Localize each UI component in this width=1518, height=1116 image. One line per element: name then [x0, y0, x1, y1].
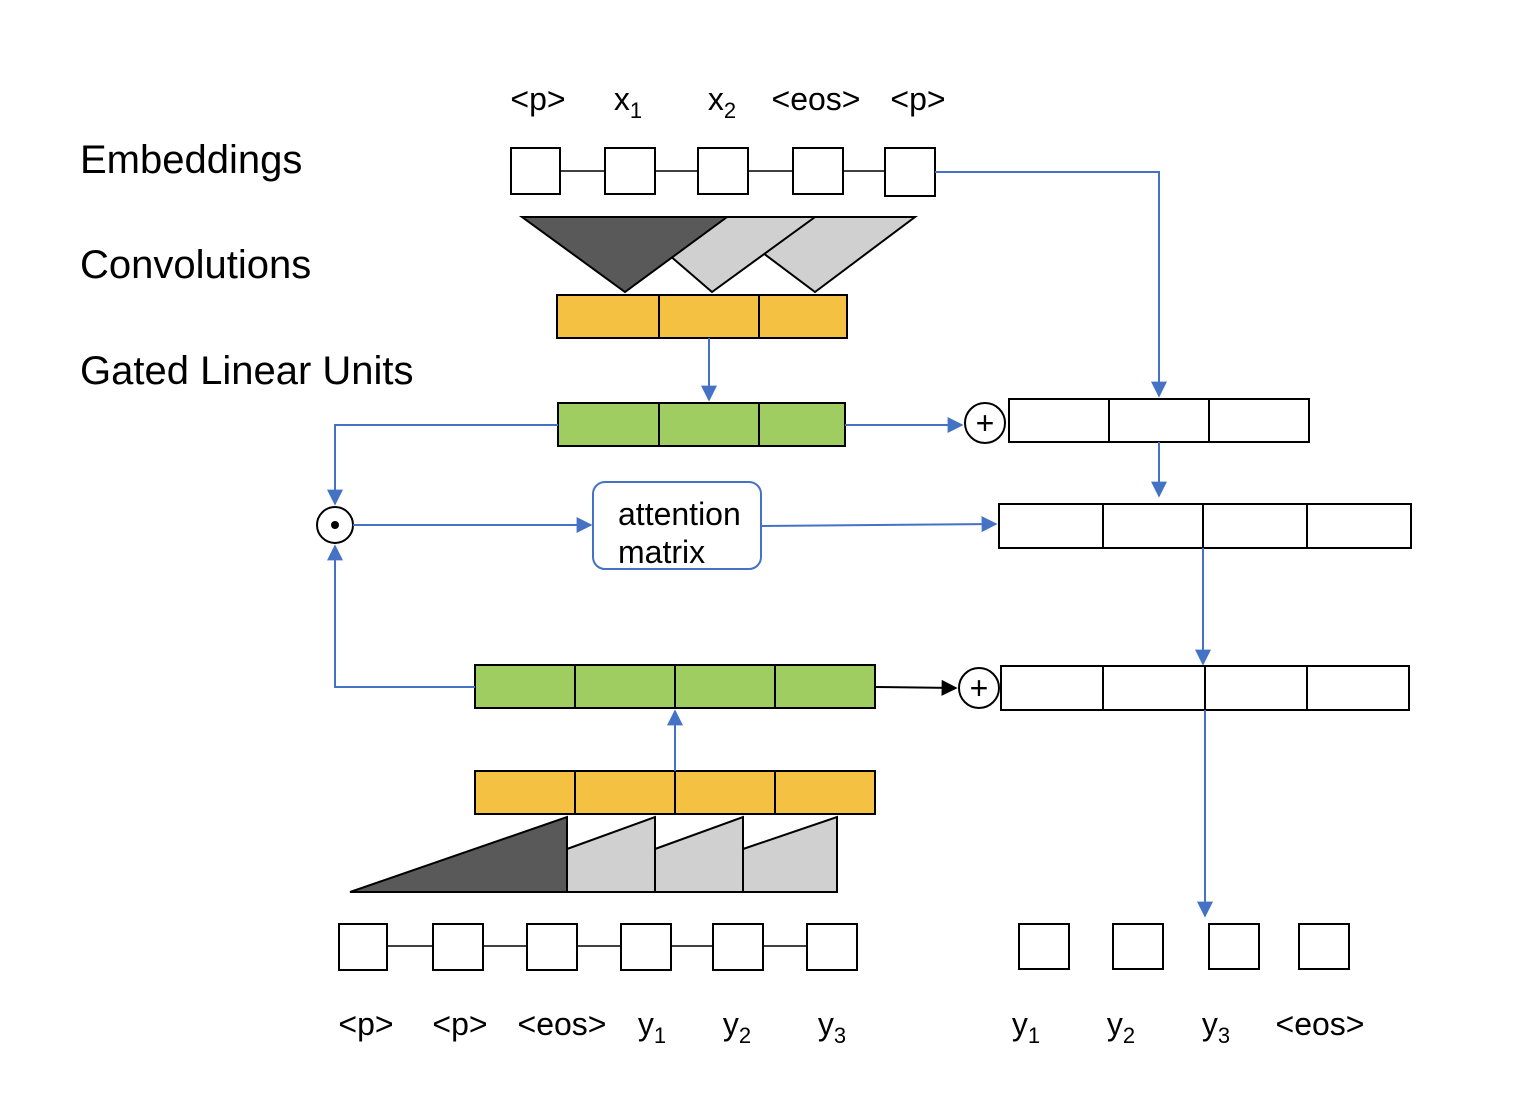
output-box [1018, 923, 1070, 970]
encoder-embeddings [510, 147, 936, 197]
arrow-embedding-residual [935, 171, 1167, 398]
conv-output-cell [774, 770, 876, 815]
arrow-encoder-to-dot [327, 424, 558, 506]
conv-kernel-dark [518, 216, 731, 294]
residual-cell [1204, 665, 1308, 711]
glu-output-cell [774, 664, 876, 709]
output-token: y3 [1202, 1006, 1230, 1048]
decoder-glu-output [474, 664, 876, 709]
encoder-convolutions [518, 216, 918, 294]
decoder-conv-output [474, 770, 876, 815]
encoder-tokens: <p> x1 x2 <eos> <p> [510, 81, 945, 123]
conv-kernel-light [742, 815, 838, 893]
output-box [1298, 923, 1350, 970]
arrow-decoder-glu-to-add [874, 679, 958, 696]
decoder-input-token: y2 [723, 1006, 751, 1048]
embedding-box [526, 923, 578, 971]
add-operator [958, 667, 1000, 709]
residual-cell [1102, 665, 1206, 711]
glu-output-cell [574, 664, 676, 709]
conv-output-cell [674, 770, 776, 815]
encoder-conv-output [556, 294, 848, 339]
arrow-decoder-to-dot [327, 544, 475, 688]
add-symbol: + [970, 670, 989, 706]
embedding-box [792, 147, 844, 195]
glu-output-cell [674, 664, 776, 709]
context-cell [1202, 503, 1308, 549]
conv-output-cell [574, 770, 676, 815]
encoder-glu-output [557, 402, 846, 447]
encoder-token: <p> [890, 81, 945, 117]
context-vectors [998, 503, 1412, 549]
label-embeddings: Embeddings [80, 138, 302, 182]
embedding-box [604, 147, 656, 195]
residual-cell [1108, 398, 1210, 443]
conv-output-cell [556, 294, 660, 339]
residual-cell [1306, 665, 1410, 711]
embedding-box [510, 147, 561, 195]
dot-product [316, 506, 354, 544]
context-cell [998, 503, 1104, 549]
dot-operator-center [331, 521, 339, 529]
encoder-residual: + [964, 398, 1310, 444]
context-cell [1102, 503, 1204, 549]
embedding-box [806, 923, 858, 971]
decoder-input-token: <p> [338, 1006, 393, 1042]
decoder-input-token: y3 [818, 1006, 846, 1048]
context-cell [1306, 503, 1412, 549]
attention-matrix: attention matrix [592, 481, 762, 570]
embedding-box [432, 923, 484, 971]
embedding-box [697, 147, 749, 195]
attention-label-line1: attention [618, 496, 741, 532]
output-token: <eos> [1276, 1006, 1365, 1042]
output-tokens: y1 y2 y3 <eos> [1012, 1006, 1365, 1048]
residual-cell [1000, 665, 1104, 711]
encoder-token: x1 [614, 81, 642, 123]
decoder-embeddings [338, 923, 858, 971]
decoder-residual: + [958, 665, 1410, 711]
add-symbol: + [976, 405, 995, 441]
output-box [1112, 923, 1164, 970]
glu-output-cell [658, 402, 760, 447]
decoder-input-token: <p> [432, 1006, 487, 1042]
residual-cell [1008, 398, 1110, 443]
conv-output-cell [758, 294, 848, 339]
conv-kernel-light [654, 815, 744, 893]
decoder-input-token: <eos> [518, 1006, 607, 1042]
embedding-box [620, 923, 672, 971]
glu-output-cell [758, 402, 846, 447]
embedding-box [338, 923, 388, 971]
output-box [1208, 923, 1260, 970]
output-token: y2 [1107, 1006, 1135, 1048]
conv-kernel-dark [349, 815, 568, 893]
glu-output-cell [474, 664, 576, 709]
output-token: y1 [1012, 1006, 1040, 1048]
embedding-box [712, 923, 764, 971]
encoder-token: <p> [510, 81, 565, 117]
encoder-token: x2 [708, 81, 736, 123]
conv-kernel-light [566, 815, 656, 893]
residual-cell [1208, 398, 1310, 443]
decoder-input-tokens: <p> <p> <eos> y1 y2 y3 [338, 1006, 846, 1048]
attention-label-line2: matrix [618, 534, 705, 570]
arrow-attention-to-context [760, 516, 998, 533]
conv-output-cell [474, 770, 576, 815]
decoder-input-token: y1 [638, 1006, 666, 1048]
encoder-token: <eos> [772, 81, 861, 117]
label-glu: Gated Linear Units [80, 349, 414, 393]
label-convolutions: Convolutions [80, 243, 311, 287]
conv-output-cell [658, 294, 760, 339]
embedding-box [884, 147, 936, 197]
decoder-convolutions [349, 815, 838, 893]
add-operator [964, 402, 1006, 444]
glu-output-cell [557, 402, 660, 447]
flow-arrows [327, 171, 1213, 918]
output-embeddings [1018, 923, 1350, 970]
